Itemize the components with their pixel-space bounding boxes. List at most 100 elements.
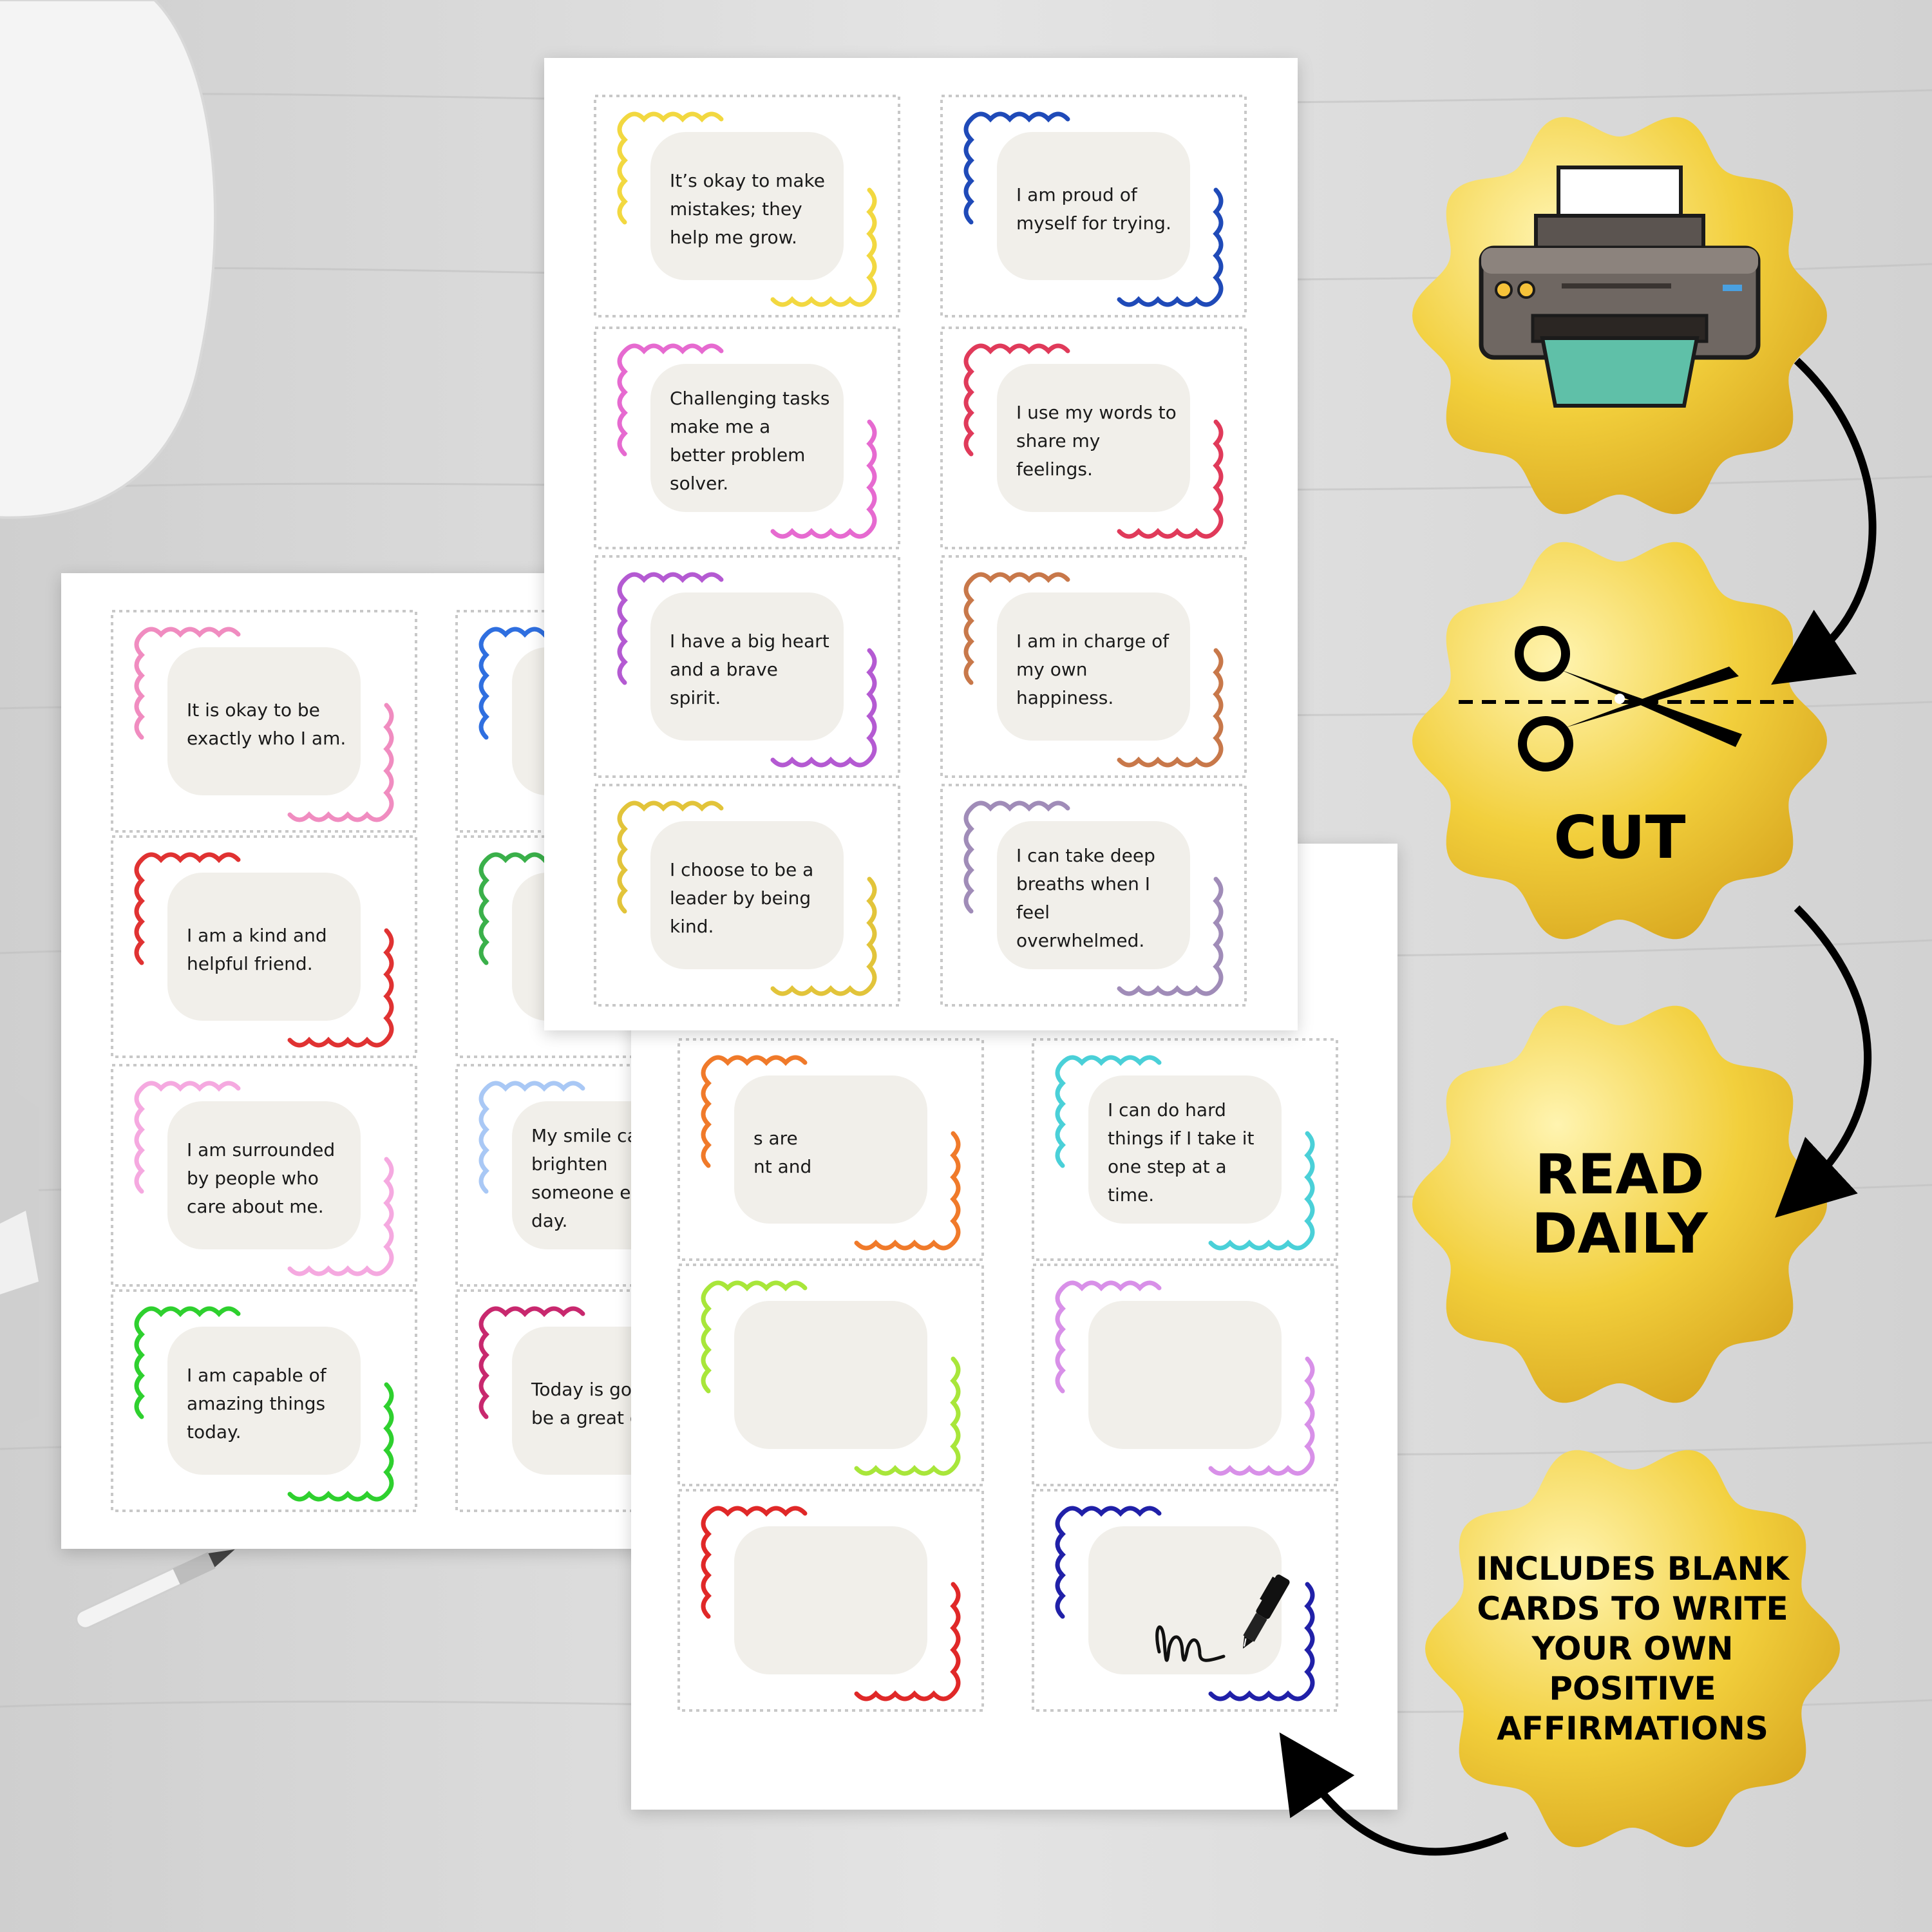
cut-line: [677, 1489, 984, 1712]
card-text-area: [1088, 1075, 1282, 1224]
print-step-badge: [1407, 103, 1832, 528]
wavy-frame: [940, 327, 1247, 549]
affirmation-text: Challenging tasks make me a better probl…: [670, 388, 830, 494]
cut-line: [940, 327, 1247, 549]
affirmation-card: I choose to be a leader by being kind.: [592, 782, 902, 1008]
scissors-icon: [1459, 626, 1794, 772]
affirmation-card: I have a big heart and a brave spirit.: [592, 554, 902, 779]
gold-seal: [1412, 542, 1827, 940]
affirmation-card: I am in charge of my own happiness.: [939, 554, 1248, 779]
wavy-frame: [111, 835, 417, 1058]
affirmation-card: s are nt and: [676, 1037, 985, 1262]
wavy-frame: [594, 784, 900, 1007]
cut-line: [111, 1289, 417, 1512]
cut-line: [940, 95, 1247, 317]
cut-line: [1032, 1264, 1338, 1486]
cut-line: [111, 835, 417, 1058]
cut-line: [594, 784, 900, 1007]
cut-line: [677, 1038, 984, 1261]
affirmation-text: [1108, 1317, 1269, 1439]
affirmation-card: I am capable of amazing things today.: [109, 1288, 419, 1513]
wavy-frame: [677, 1489, 984, 1712]
affirmation-card: I am a kind and helpful friend.: [109, 834, 419, 1059]
wavy-frame: [594, 327, 900, 549]
cut-line: [940, 555, 1247, 778]
wavy-frame: [111, 610, 417, 833]
cut-line: [594, 327, 900, 549]
affirmation-card: It is okay to be exactly who I am.: [109, 609, 419, 834]
affirmation-card: I can do hard things if I take it one st…: [1030, 1037, 1340, 1262]
affirmation-text: I am proud of myself for trying.: [1016, 184, 1171, 234]
affirmation-text: It’s okay to make mistakes; they help me…: [670, 170, 825, 248]
card-text-area: [650, 592, 844, 741]
affirmation-text: s are nt and: [753, 1128, 812, 1177]
card-text-area: [650, 364, 844, 512]
card-text-area: [1088, 1526, 1282, 1674]
wavy-frame: [940, 784, 1247, 1007]
cut-line: [594, 95, 900, 317]
cut-step-badge: CUT: [1407, 528, 1832, 953]
affirmation-card: It’s okay to make mistakes; they help me…: [592, 93, 902, 319]
affirmation-card: Challenging tasks make me a better probl…: [592, 325, 902, 551]
wavy-frame: [111, 1064, 417, 1287]
wavy-frame: [594, 95, 900, 317]
affirmation-text: I can take deep breaths when I feel over…: [1016, 845, 1155, 951]
affirmation-text: It is okay to be exactly who I am.: [187, 699, 346, 749]
affirmation-text: My smile can brighten someone else’s day…: [531, 1125, 672, 1231]
affirmation-text: I am capable of amazing things today.: [187, 1365, 327, 1443]
cut-line: [111, 1064, 417, 1287]
computer-mouse: [0, 0, 217, 519]
wavy-frame: [1032, 1264, 1338, 1486]
wavy-frame: [677, 1264, 984, 1486]
gold-seal: [1412, 1005, 1827, 1403]
cut-line: [940, 784, 1247, 1007]
card-text-area: [650, 821, 844, 969]
wavy-frame: [677, 1038, 984, 1261]
card-text-area: [734, 1301, 927, 1449]
blank-card: [676, 1262, 985, 1488]
cut-line: [111, 610, 417, 833]
cut-line: [1032, 1489, 1338, 1712]
card-text-area: [1088, 1301, 1282, 1449]
gold-seal: [1425, 1450, 1840, 1848]
wavy-frame: [111, 1289, 417, 1512]
wavy-frame: [940, 95, 1247, 317]
card-text-area: [167, 1101, 361, 1249]
cut-label: CUT: [1553, 802, 1686, 872]
cut-line: [1032, 1038, 1338, 1261]
affirmation-card: I use my words to share my feelings.: [939, 325, 1248, 551]
read-daily-label: READ DAILY: [1531, 1142, 1708, 1266]
blank-card: [1030, 1262, 1340, 1488]
card-text-area: [650, 132, 844, 280]
affirmation-card: I can take deep breaths when I feel over…: [939, 782, 1248, 1008]
card-text-area: [997, 592, 1190, 741]
affirmation-text: I can do hard things if I take it one st…: [1108, 1099, 1255, 1206]
cut-line: [594, 555, 900, 778]
affirmation-text: I have a big heart and a brave spirit.: [670, 630, 829, 708]
blank-cards-step-badge: INCLUDES BLANK CARDS TO WRITE YOUR OWN P…: [1420, 1436, 1845, 1861]
card-text-area: [167, 1327, 361, 1475]
wavy-frame: [1032, 1489, 1338, 1712]
card-text-area: [167, 873, 361, 1021]
affirmation-text: I use my words to share my feelings.: [1016, 402, 1177, 480]
card-text-area: [167, 647, 361, 795]
affirmation-text: I choose to be a leader by being kind.: [670, 859, 814, 937]
wavy-frame: [940, 555, 1247, 778]
blank-cards-label: INCLUDES BLANK CARDS TO WRITE YOUR OWN P…: [1475, 1550, 1790, 1747]
blank-card: [676, 1488, 985, 1713]
affirmation-text: I am in charge of my own happiness.: [1016, 630, 1170, 708]
card-text-area: [997, 132, 1190, 280]
wavy-frame: [594, 555, 900, 778]
pen-signature-icon: [1155, 1574, 1290, 1662]
affirmation-text: I am a kind and helpful friend.: [187, 925, 327, 974]
read-daily-step-badge: READ DAILY: [1407, 992, 1832, 1417]
pen: [75, 1549, 235, 1629]
cut-line: [677, 1264, 984, 1486]
card-text-area: [997, 364, 1190, 512]
affirmation-text: I am surrounded by people who care about…: [187, 1139, 336, 1217]
affirmation-card: I am surrounded by people who care about…: [109, 1063, 419, 1288]
affirmation-text: [753, 1317, 914, 1439]
affirmation-card: I am proud of myself for trying.: [939, 93, 1248, 319]
card-text-area: [734, 1526, 927, 1674]
